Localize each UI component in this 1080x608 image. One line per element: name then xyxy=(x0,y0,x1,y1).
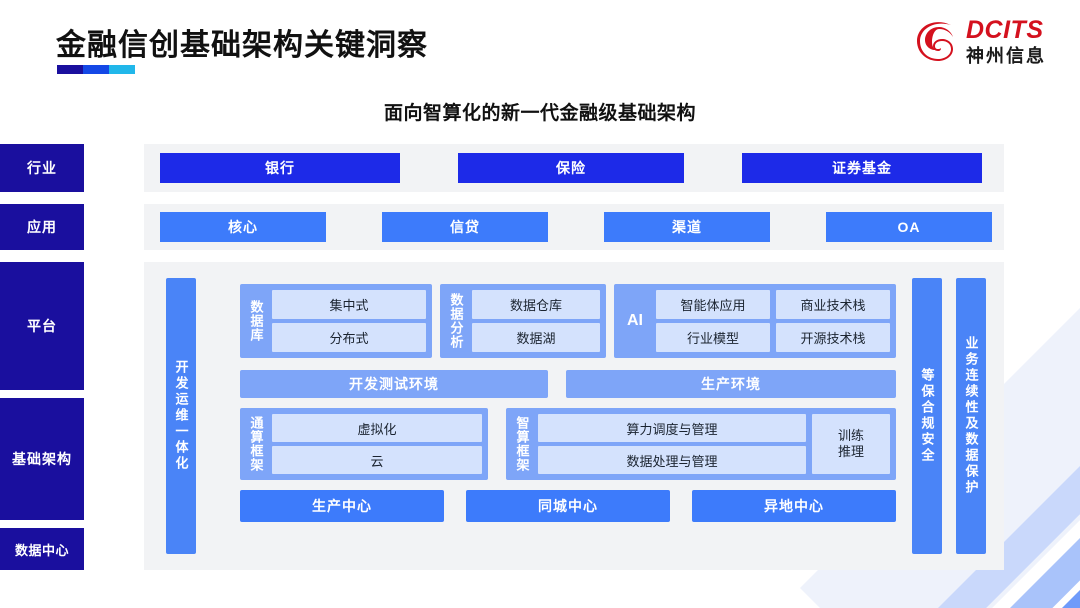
app-chip-core[interactable]: 核心 xyxy=(160,212,326,242)
cell-open-source-stack[interactable]: 开源技术栈 xyxy=(776,323,890,352)
industry-chip-bank[interactable]: 银行 xyxy=(160,153,400,183)
rail-item-industry[interactable]: 行业 xyxy=(0,144,84,192)
cell-commercial-stack[interactable]: 商业技术栈 xyxy=(776,290,890,319)
logo-text-cn: 神州信息 xyxy=(966,46,1046,66)
environment-row: 开发测试环境 生产环境 xyxy=(240,370,896,398)
group-label-database: 数据库 xyxy=(248,300,264,342)
band-dev-test-environment[interactable]: 开发测试环境 xyxy=(240,370,548,398)
rail-item-datacenter[interactable]: 数据中心 xyxy=(0,528,84,570)
application-panel: 核心 信贷 渠道 OA xyxy=(144,204,1004,250)
brand-logo: DCITS 神州信息 xyxy=(915,18,1046,65)
band-production-environment[interactable]: 生产环境 xyxy=(566,370,896,398)
title-accent-bar xyxy=(57,65,135,74)
group-general-compute-framework: 通算框架 虚拟化 云 xyxy=(240,408,488,480)
cell-data-lake[interactable]: 数据湖 xyxy=(472,323,600,352)
datacenter-same-city[interactable]: 同城中心 xyxy=(466,490,670,522)
vertical-bar-compliance[interactable]: 等保合规安全 xyxy=(912,278,942,554)
cell-virtualization[interactable]: 虚拟化 xyxy=(272,414,482,442)
dcits-swirl-icon xyxy=(917,21,953,61)
app-chip-credit[interactable]: 信贷 xyxy=(382,212,548,242)
cell-data-processing[interactable]: 数据处理与管理 xyxy=(538,446,806,474)
group-label-general-framework: 通算框架 xyxy=(248,416,264,472)
cell-compute-scheduling[interactable]: 算力调度与管理 xyxy=(538,414,806,442)
group-label-smart-framework: 智算框架 xyxy=(514,416,530,472)
cell-centralized[interactable]: 集中式 xyxy=(272,290,426,319)
vertical-bar-continuity[interactable]: 业务连续性及数据保护 xyxy=(956,278,986,554)
cell-data-warehouse[interactable]: 数据仓库 xyxy=(472,290,600,319)
datacenter-remote-site[interactable]: 异地中心 xyxy=(692,490,896,522)
cell-industry-model[interactable]: 行业模型 xyxy=(656,323,770,352)
group-smart-compute-framework: 智算框架 算力调度与管理 数据处理与管理 训练 推理 xyxy=(506,408,896,480)
platform-infrastructure-panel: 开发运维一体化 等保合规安全 业务连续性及数据保护 数据库 集中式 分布式 数据… xyxy=(144,262,1004,570)
cell-train-label: 训练 xyxy=(837,427,864,443)
group-label-data-analysis: 数据分析 xyxy=(448,293,464,349)
platform-capability-row: 数据库 集中式 分布式 数据分析 数据仓库 数据湖 AI xyxy=(240,284,896,358)
industry-chip-insurance[interactable]: 保险 xyxy=(458,153,684,183)
datacenter-row: 生产中心 同城中心 异地中心 xyxy=(240,490,896,522)
rail-item-application[interactable]: 应用 xyxy=(0,204,84,250)
industry-panel: 银行 保险 证券基金 xyxy=(144,144,1004,192)
vertical-bar-devops[interactable]: 开发运维一体化 xyxy=(166,278,196,554)
industry-chip-securities[interactable]: 证券基金 xyxy=(742,153,982,183)
group-label-ai: AI xyxy=(627,312,643,329)
cell-inference-label: 推理 xyxy=(837,444,864,459)
page-subtitle: 面向智算化的新一代金融级基础架构 xyxy=(383,103,696,124)
rail-item-infrastructure[interactable]: 基础架构 xyxy=(0,398,84,520)
logo-text-en: DCITS xyxy=(966,16,1044,44)
group-data-analysis: 数据分析 数据仓库 数据湖 xyxy=(440,284,606,358)
datacenter-production[interactable]: 生产中心 xyxy=(240,490,444,522)
platform-core: 数据库 集中式 分布式 数据分析 数据仓库 数据湖 AI xyxy=(240,278,896,554)
cell-cloud[interactable]: 云 xyxy=(272,446,482,474)
app-chip-channel[interactable]: 渠道 xyxy=(604,212,770,242)
cell-agent-application[interactable]: 智能体应用 xyxy=(656,290,770,319)
page-title: 金融信创基础架构关键洞察 xyxy=(56,29,428,62)
cell-distributed[interactable]: 分布式 xyxy=(272,323,426,352)
cell-train-inference[interactable]: 训练 推理 xyxy=(812,414,890,474)
rail-item-platform[interactable]: 平台 xyxy=(0,262,84,390)
compute-framework-row: 通算框架 虚拟化 云 智算框架 算力调度与管理 数据处理与管理 训 xyxy=(240,408,896,480)
app-chip-oa[interactable]: OA xyxy=(826,212,992,242)
group-database: 数据库 集中式 分布式 xyxy=(240,284,432,358)
group-ai: AI 智能体应用 行业模型 商业技术栈 开源技术栈 xyxy=(614,284,896,358)
